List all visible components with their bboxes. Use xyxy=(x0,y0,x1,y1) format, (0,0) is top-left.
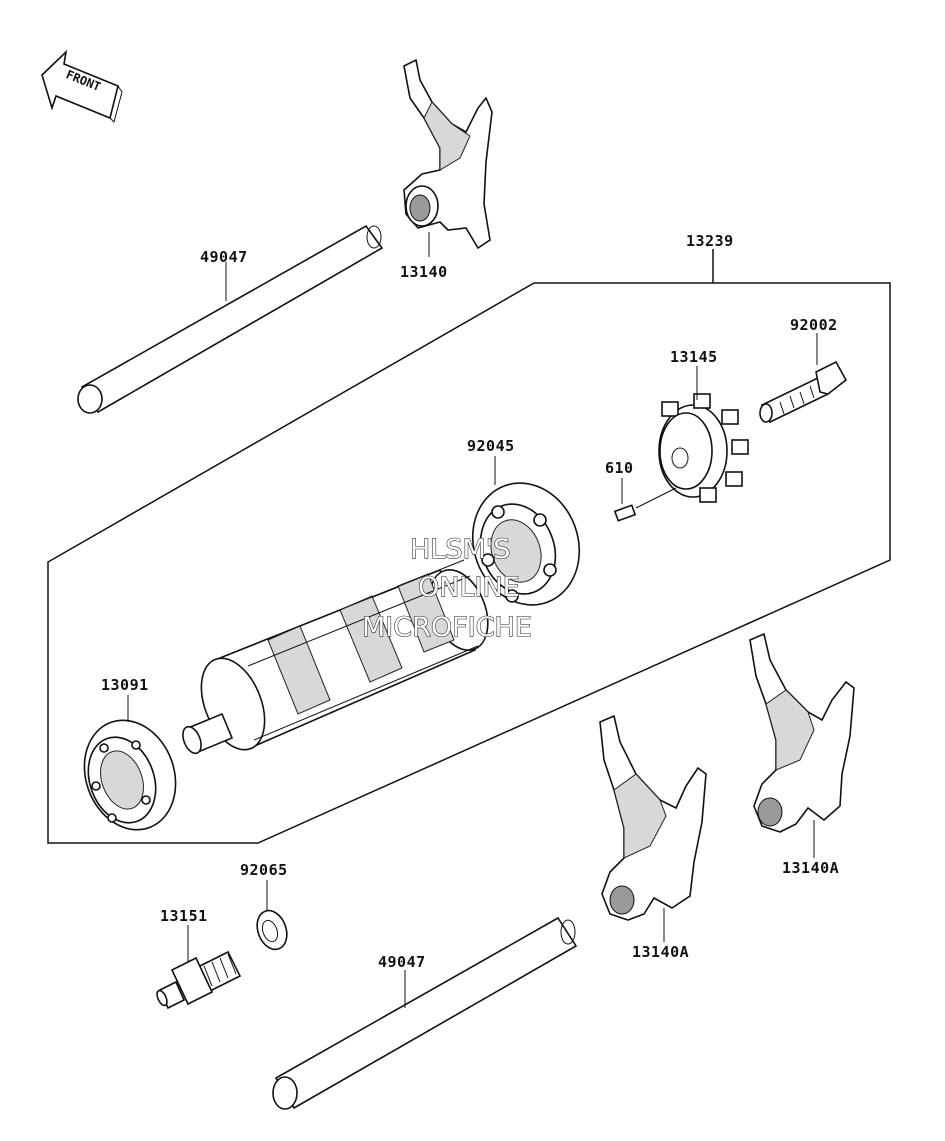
cam-plate xyxy=(658,366,749,503)
front-arrow-icon: FRONT xyxy=(41,49,123,123)
shift-rod-lower xyxy=(272,916,578,1110)
shift-fork-lower xyxy=(599,714,707,942)
callout-fork-right: 13140A xyxy=(782,859,839,877)
shift-fork-right xyxy=(749,632,855,858)
callout-drum-assembly: 13239 xyxy=(686,232,734,250)
callout-shift-rod-lower: 49047 xyxy=(378,953,426,971)
callout-bearing-ball: 92045 xyxy=(467,437,515,455)
watermark-line1: HLSM'S xyxy=(410,534,510,565)
callout-pin: 610 xyxy=(605,459,634,477)
shift-drum xyxy=(182,559,489,755)
callout-bolt: 92002 xyxy=(790,316,838,334)
shift-rod-upper xyxy=(77,224,384,414)
watermark: HLSM'S ONLINE MICROFICHE xyxy=(361,533,532,643)
watermark-line3: MICROFICHE xyxy=(362,612,532,643)
neutral-switch xyxy=(156,925,242,1010)
callout-switch: 13151 xyxy=(160,907,208,925)
callout-shift-rod-upper: 49047 xyxy=(200,248,248,266)
shift-fork-upper xyxy=(403,58,493,257)
callout-cam-plate: 13145 xyxy=(670,348,718,366)
needle-bearing xyxy=(83,695,177,831)
callout-fork-upper: 13140 xyxy=(400,263,448,281)
watermark-line2: ONLINE xyxy=(418,572,520,603)
pin xyxy=(613,478,677,522)
bolt xyxy=(759,333,848,424)
washer xyxy=(256,880,288,951)
callout-bearing-left: 13091 xyxy=(101,676,149,694)
ball-bearing xyxy=(471,456,581,606)
callout-fork-lower: 13140A xyxy=(632,943,689,961)
drum-assembly-outline xyxy=(47,249,891,844)
callout-washer: 92065 xyxy=(240,861,288,879)
